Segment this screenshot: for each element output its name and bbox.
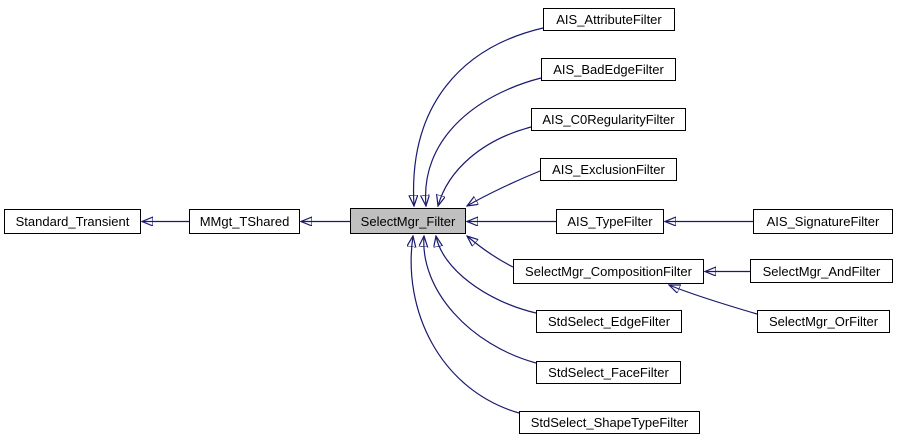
node-ais-typefilter[interactable]: AIS_TypeFilter <box>556 209 664 234</box>
node-selectmgr-orfilter[interactable]: SelectMgr_OrFilter <box>757 310 890 333</box>
node-ais-c0regularityfilter[interactable]: AIS_C0RegularityFilter <box>531 108 686 131</box>
node-stdselect-facefilter[interactable]: StdSelect_FaceFilter <box>536 361 681 384</box>
node-selectmgr-andfilter[interactable]: SelectMgr_AndFilter <box>750 259 893 283</box>
node-selectmgr-filter: SelectMgr_Filter <box>350 208 466 234</box>
edge-stdselect-shapetypefilter-to-selectmgr-filter <box>411 236 520 414</box>
node-ais-attributefilter[interactable]: AIS_AttributeFilter <box>543 8 675 31</box>
node-standard-transient[interactable]: Standard_Transient <box>4 209 141 234</box>
edge-stdselect-edgefilter-to-selectmgr-filter <box>436 236 537 314</box>
node-ais-signaturefilter[interactable]: AIS_SignatureFilter <box>753 209 893 234</box>
node-mmgt-tshared[interactable]: MMgt_TShared <box>189 209 300 234</box>
node-stdselect-shapetypefilter[interactable]: StdSelect_ShapeTypeFilter <box>519 411 700 434</box>
edge-stdselect-facefilter-to-selectmgr-filter <box>424 236 537 364</box>
edge-ais-badedgefilter-to-selectmgr-filter <box>426 77 542 206</box>
edge-selectmgr-compositionfilter-to-selectmgr-filter <box>467 236 514 268</box>
node-ais-badedgefilter[interactable]: AIS_BadEdgeFilter <box>541 58 676 81</box>
edge-selectmgr-orfilter-to-selectmgr-compositionfilter <box>669 285 758 315</box>
node-stdselect-edgefilter[interactable]: StdSelect_EdgeFilter <box>536 310 682 333</box>
node-ais-exclusionfilter[interactable]: AIS_ExclusionFilter <box>540 158 677 181</box>
edge-ais-exclusionfilter-to-selectmgr-filter <box>467 170 541 206</box>
edge-ais-attributefilter-to-selectmgr-filter <box>414 27 544 206</box>
edge-ais-c0regularityfilter-to-selectmgr-filter <box>438 126 532 206</box>
node-selectmgr-compositionfilter[interactable]: SelectMgr_CompositionFilter <box>513 259 704 284</box>
